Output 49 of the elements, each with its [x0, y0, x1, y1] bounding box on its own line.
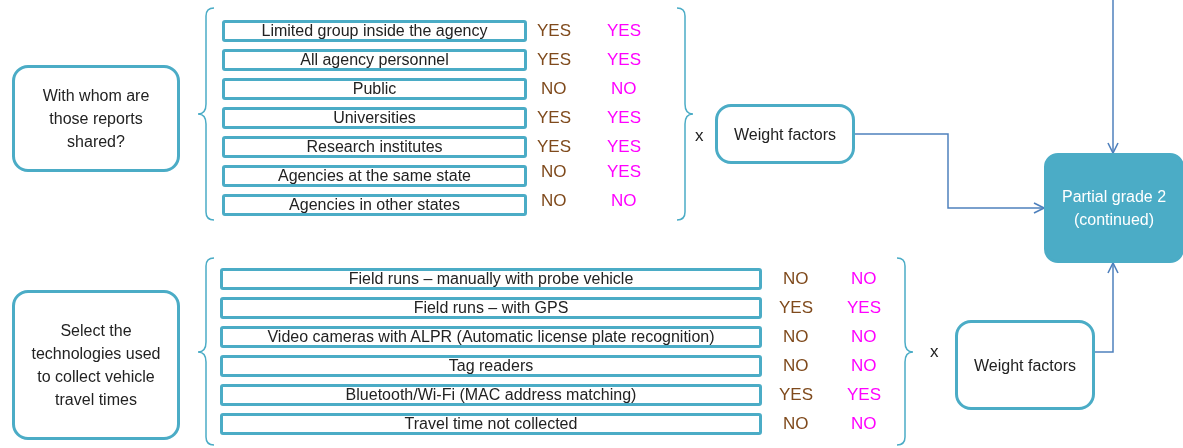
option-box: Public — [222, 78, 527, 100]
answer-text: NO — [783, 327, 809, 347]
option-box: All agency personnel — [222, 49, 527, 71]
answer-text: NO — [611, 191, 637, 211]
answer-text: NO — [783, 414, 809, 434]
answer-text: YES — [779, 385, 814, 405]
answer-text: NO — [851, 269, 877, 289]
answer-text: YES — [779, 298, 814, 318]
weight-box: Weight factors — [715, 104, 855, 164]
weight-box: Weight factors — [955, 320, 1095, 410]
arrow — [1094, 262, 1119, 353]
multiply-sign: x — [930, 342, 939, 362]
answer-text: YES — [607, 137, 642, 157]
answer-text: NO — [851, 327, 877, 347]
question-box: Select the technologies used to collect vehicle travel times — [12, 290, 180, 440]
answer-text: YES — [537, 21, 572, 41]
answer-text: NO — [541, 162, 567, 182]
multiply-sign: x — [695, 126, 704, 146]
arrow — [1107, 0, 1119, 154]
answer-text: YES — [847, 298, 882, 318]
option-box: Video cameras with ALPR (Automatic license plate recognition) — [220, 326, 762, 348]
option-box: Limited group inside the agency — [222, 20, 527, 42]
answer-text: YES — [607, 21, 642, 41]
question-box: With whom are those reports shared? — [12, 65, 180, 172]
answer-text: NO — [783, 269, 809, 289]
option-box: Agencies at the same state — [222, 165, 527, 187]
answer-text: YES — [537, 137, 572, 157]
answer-text: NO — [851, 356, 877, 376]
option-box: Research institutes — [222, 136, 527, 158]
option-box: Universities — [222, 107, 527, 129]
option-box: Tag readers — [220, 355, 762, 377]
result-box: Partial grade 2 (continued) — [1044, 153, 1183, 263]
option-box: Field runs – manually with probe vehicle — [220, 268, 762, 290]
answer-text: YES — [607, 162, 642, 182]
answer-text: NO — [783, 356, 809, 376]
arrow — [854, 133, 1045, 214]
answer-text: YES — [537, 108, 572, 128]
answer-text: NO — [851, 414, 877, 434]
option-box: Field runs – with GPS — [220, 297, 762, 319]
answer-text: YES — [847, 385, 882, 405]
answer-text: NO — [541, 191, 567, 211]
answer-text: YES — [607, 108, 642, 128]
option-box: Agencies in other states — [222, 194, 527, 216]
answer-text: NO — [611, 79, 637, 99]
answer-text: YES — [537, 50, 572, 70]
option-box: Travel time not collected — [220, 413, 762, 435]
answer-text: YES — [607, 50, 642, 70]
answer-text: NO — [541, 79, 567, 99]
option-box: Bluetooth/Wi-Fi (MAC address matching) — [220, 384, 762, 406]
